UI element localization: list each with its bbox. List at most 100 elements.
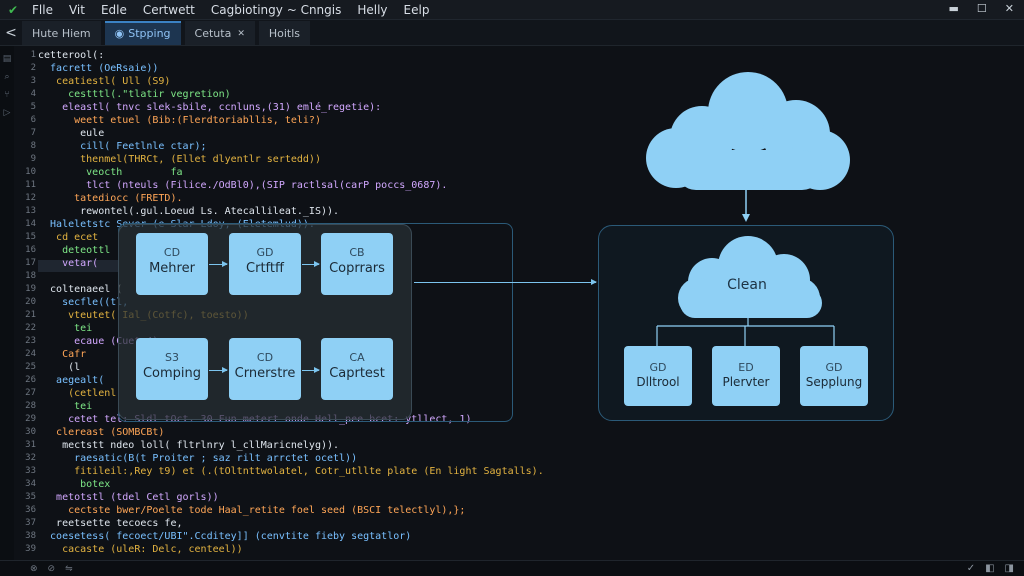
code-line: deteottl <box>38 245 111 256</box>
code-line: raesatic(B(t Proiter ; saz rilt arrctet … <box>38 453 358 464</box>
tab-label: Cetuta <box>194 27 232 40</box>
search-icon[interactable]: ⌕ <box>4 72 10 82</box>
warning-icon[interactable]: ⊘ <box>47 563 56 574</box>
code-line: cacaste (uleR: Delc, centeel)) <box>38 544 243 555</box>
line-number: 34 <box>25 479 36 489</box>
tab-home[interactable]: Hute Hiem <box>22 20 101 45</box>
sync-icon[interactable]: ⇋ <box>65 563 73 574</box>
menu-bar: ✔ Flle Vit Edle Certwett Cagbiotingy ~ C… <box>0 0 1024 20</box>
cloud-node[interactable]: GD Dlltrool <box>624 346 692 406</box>
arrow-connector <box>414 279 597 285</box>
line-number: 20 <box>25 297 36 307</box>
code-editor[interactable]: cetterool(: facrett (OeRsaie)) ceatiestl… <box>38 46 598 560</box>
line-number: 4 <box>30 89 36 99</box>
debug-icon[interactable]: ▷ <box>3 108 11 118</box>
code-line: tlct (nteuls (Filice./OdBl0),(SIP ractls… <box>38 180 448 191</box>
pipeline-node[interactable]: S3 Comping <box>136 338 208 400</box>
line-number: 35 <box>25 492 36 502</box>
files-icon[interactable]: ▤ <box>2 54 12 64</box>
node-code: CD <box>163 246 181 259</box>
code-line: weett etuel (Bib:(Flerdtoriabllis, teli?… <box>38 115 321 126</box>
line-number: 9 <box>30 154 36 164</box>
close-icon[interactable]: ✕ <box>1004 2 1014 15</box>
menu-tools[interactable]: Helly <box>357 2 388 17</box>
tree-connector <box>656 316 835 346</box>
tab-label: Hoitls <box>268 27 301 40</box>
node-code: ED <box>738 361 754 374</box>
line-number: 19 <box>25 284 36 294</box>
code-line: botex <box>38 479 111 490</box>
code-line: cectste bwer/Poelte tode Haal_retite foe… <box>38 505 466 516</box>
code-line: secfle((tl, <box>38 297 129 308</box>
line-number: 25 <box>25 362 36 372</box>
code-line: clereast (SOMBCBt) <box>38 427 165 438</box>
panel-icon[interactable]: ◨ <box>1004 563 1014 574</box>
cloud-node[interactable]: GD Sepplung <box>800 346 868 406</box>
line-number: 32 <box>25 453 36 463</box>
code-line: (l <box>38 362 81 373</box>
cloud-node[interactable]: ED Plervter <box>712 346 780 406</box>
status-bar: ⊗ ⊘ ⇋ ✓ ◧ ◨ <box>0 560 1024 576</box>
node-code: CB <box>349 246 365 259</box>
code-line: rewontel(.gul.Loeud Ls. Atecallileat._IS… <box>38 206 340 217</box>
branch-icon[interactable]: ⑂ <box>4 90 10 100</box>
cloud-label: Clean <box>727 277 767 293</box>
minimize-icon[interactable]: ▬ <box>948 2 959 15</box>
tab-content[interactable]: Cetuta ✕ <box>184 20 255 45</box>
code-line: cd ecet <box>38 232 99 243</box>
line-number: 30 <box>25 427 36 437</box>
code-line: reetsette tecoecs fe, <box>38 518 183 529</box>
error-icon[interactable]: ⊗ <box>30 563 38 574</box>
node-code: GD <box>825 361 843 374</box>
code-line: fitileil:,Rey t9) et (.(tOltnttwolatel, … <box>38 466 544 477</box>
menu-view[interactable]: Vit <box>68 2 85 17</box>
code-line: cestttl(."tlatir vegretion) <box>38 89 231 100</box>
code-line: Cafr <box>38 349 87 360</box>
line-number: 3 <box>30 76 36 86</box>
cloud-icon <box>678 236 822 318</box>
menu-selection[interactable]: Certwett <box>142 2 195 17</box>
line-number: 2 <box>30 63 36 73</box>
node-label: Comping <box>142 366 202 381</box>
node-code: S3 <box>165 351 179 364</box>
code-line: coesetess( fecoect/UBI".Ccditey]] (cenvt… <box>38 531 412 542</box>
line-number: 13 <box>25 206 36 216</box>
tab-tools[interactable]: Hoitls <box>258 20 311 45</box>
line-number: 39 <box>25 544 36 554</box>
menu-help[interactable]: Eelp <box>403 2 430 17</box>
tab-close-icon[interactable]: ✕ <box>237 28 245 39</box>
code-line: tei <box>38 323 93 334</box>
code-line: mectstt ndeo loll( fltrlnry l_cllMaricne… <box>38 440 340 451</box>
check-icon[interactable]: ✓ <box>966 563 976 574</box>
menu-configure[interactable]: Cagbiotingy ~ Cnngis <box>210 2 342 17</box>
menu-file[interactable]: Flle <box>32 2 53 17</box>
layout-icon[interactable]: ◧ <box>985 563 995 574</box>
line-number: 16 <box>25 245 36 255</box>
pipeline-node[interactable]: CD Crnerstre <box>229 338 301 400</box>
line-number: 10 <box>25 167 36 177</box>
tab-shipping[interactable]: ◉Stpping <box>104 20 181 45</box>
line-number: 17 <box>25 258 36 268</box>
node-code: GD <box>256 246 274 259</box>
line-number: 6 <box>30 115 36 125</box>
node-code: GD <box>649 361 667 374</box>
pipeline-node[interactable]: CA Caprtest <box>321 338 393 400</box>
maximize-icon[interactable]: ☐ <box>976 2 987 15</box>
code-line: eleastl( tnvc slek-sbile, ccnluns,(31) e… <box>38 102 382 113</box>
pipeline-node[interactable]: CB Coprrars <box>321 233 393 295</box>
menu-edit[interactable]: Edle <box>100 2 127 17</box>
line-number: 7 <box>30 128 36 138</box>
line-number: 12 <box>25 193 36 203</box>
status-right: ✓ ◧ ◨ <box>967 563 1014 574</box>
arrow-connector <box>302 261 320 267</box>
line-number: 24 <box>25 349 36 359</box>
pipeline-node[interactable]: GD Crtftff <box>229 233 301 295</box>
line-number: 22 <box>25 323 36 333</box>
tab-label: Stpping <box>128 27 171 40</box>
line-number: 5 <box>30 102 36 112</box>
back-arrow-icon[interactable]: < <box>5 24 17 41</box>
code-line: cill( Feetlnle ctar); <box>38 141 207 152</box>
pipeline-node[interactable]: CD Mehrer <box>136 233 208 295</box>
